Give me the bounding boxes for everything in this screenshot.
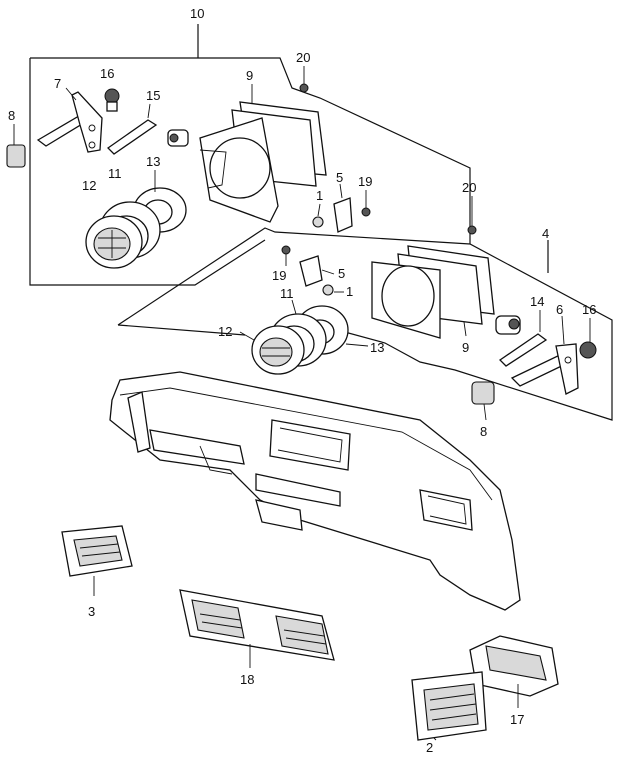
callout-7: 7 [54, 76, 61, 91]
part-5-bracket-lower[interactable] [299, 255, 335, 287]
callout-9-upper: 9 [246, 68, 253, 83]
callout-13-upper: 13 [146, 154, 160, 169]
callout-12-upper: 12 [82, 178, 96, 193]
callout-8-lower: 8 [480, 424, 487, 439]
part-1-bulb-upper[interactable] [312, 203, 324, 228]
part-bushing-upper[interactable] [167, 129, 189, 147]
callout-1-lower: 1 [346, 284, 353, 299]
part-19-screw-upper[interactable] [361, 190, 371, 217]
callout-11-lower: 11 [280, 286, 294, 301]
callout-4: 4 [542, 226, 549, 241]
callout-20-lower: 20 [462, 180, 476, 195]
assembly-10-frame [29, 24, 471, 286]
callout-17: 17 [510, 712, 524, 727]
callout-16-upper: 16 [100, 66, 114, 81]
callout-5-upper: 5 [336, 170, 343, 185]
part-1-bulb-lower[interactable] [322, 284, 344, 296]
part-8-clip-lower[interactable] [471, 381, 495, 421]
part-17-duct[interactable] [469, 635, 559, 708]
assembly-4-frame [117, 227, 613, 421]
part-bushing-lower[interactable] [495, 315, 521, 335]
part-2-side-vent[interactable] [411, 671, 487, 741]
part-18-center-vent[interactable] [179, 589, 335, 668]
callout-15: 15 [146, 88, 160, 103]
part-16-knob-upper[interactable] [104, 88, 120, 112]
callout-20-upper: 20 [296, 50, 310, 65]
callout-12-lower: 12 [218, 324, 232, 339]
callout-1-upper: 1 [316, 188, 323, 203]
part-20-screw-upper[interactable] [299, 66, 309, 93]
callout-labels: 10 20 7 16 9 15 8 13 12 11 1 5 19 20 4 1… [8, 6, 596, 755]
callout-3: 3 [88, 604, 95, 619]
part-7-lever-upper[interactable] [36, 87, 103, 153]
part-12-vent-upper[interactable] [85, 215, 143, 269]
callout-10: 10 [190, 6, 204, 21]
callout-19-upper: 19 [358, 174, 372, 189]
callout-8-upper: 8 [8, 108, 15, 123]
part-8-clip-upper[interactable] [6, 124, 26, 168]
part-3-side-vent[interactable] [61, 525, 133, 596]
part-16-knob-lower[interactable] [579, 318, 597, 359]
part-6-lever-lower[interactable] [510, 315, 579, 395]
part-9-duct-upper[interactable] [199, 84, 327, 223]
part-9-duct-lower[interactable] [371, 245, 495, 339]
part-19-screw-lower[interactable] [281, 245, 291, 266]
callout-11-upper: 11 [108, 166, 122, 181]
callout-9-lower: 9 [462, 340, 469, 355]
callout-5-lower: 5 [338, 266, 345, 281]
callout-14: 14 [530, 294, 544, 309]
part-5-bracket-upper[interactable] [333, 183, 353, 233]
part-12-vent-lower[interactable] [239, 325, 305, 375]
callout-13-lower: 13 [370, 340, 384, 355]
dashboard-panel [109, 371, 521, 611]
callout-6: 6 [556, 302, 563, 317]
callout-2: 2 [426, 740, 433, 755]
part-20-screw-lower[interactable] [467, 196, 477, 235]
callout-19-lower: 19 [272, 268, 286, 283]
callout-16-lower: 16 [582, 302, 596, 317]
part-15-rod[interactable] [106, 103, 158, 155]
callout-18: 18 [240, 672, 254, 687]
part-14-rod[interactable] [498, 310, 548, 367]
